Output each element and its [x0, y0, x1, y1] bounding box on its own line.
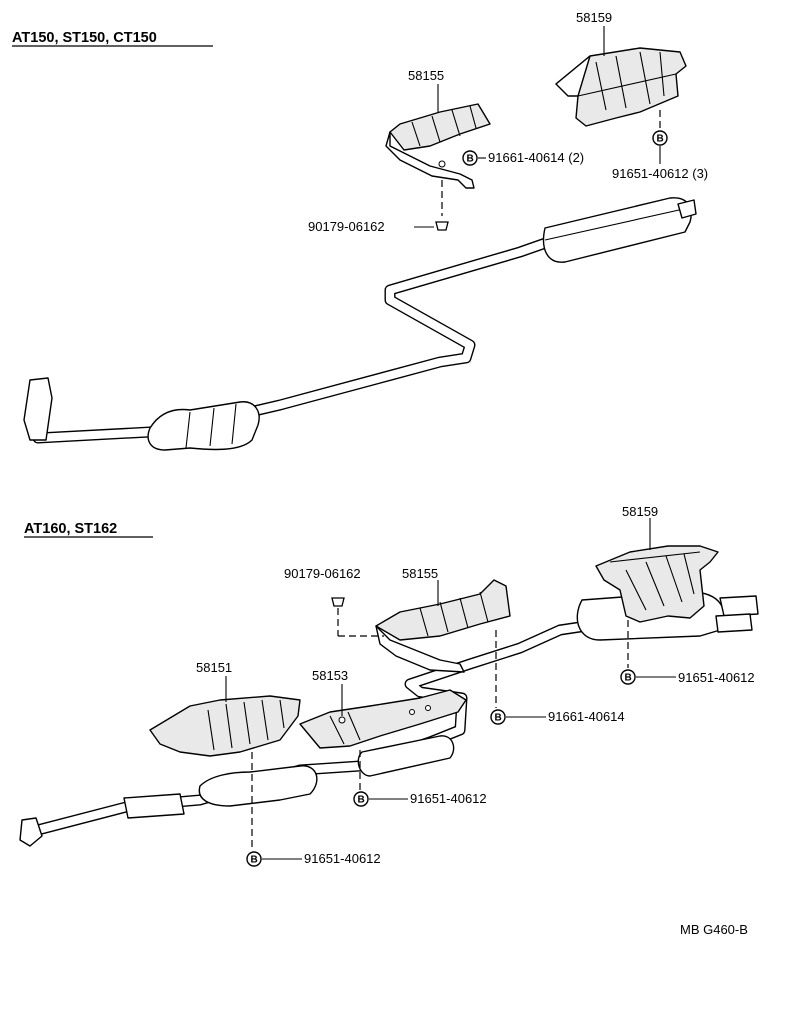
section-at160: AT160, ST162 58159 B: [19, 504, 759, 867]
label-91651-40612-b2: 91651-40612: [410, 791, 487, 806]
exhaust-pipe-assembly: [23, 197, 697, 451]
bolt-b-icon: B: [462, 150, 478, 166]
label-90179-06162-b: 90179-06162: [284, 566, 361, 581]
label-90179-06162: 90179-06162: [308, 219, 385, 234]
svg-text:B: B: [467, 154, 474, 165]
bolt-b-icon: B: [620, 669, 636, 685]
label-58151: 58151: [196, 660, 232, 675]
svg-text:B: B: [657, 134, 664, 145]
label-91661-40614-b: 91661-40614: [548, 709, 625, 724]
nut-icon: [435, 221, 449, 231]
bolt-b-icon: B: [652, 130, 668, 146]
label-91651-40612-b1: 91651-40612: [678, 670, 755, 685]
heat-insulator-58159: 58159 B 91651-40612 (3): [555, 10, 708, 181]
label-58159-b: 58159: [622, 504, 658, 519]
heat-insulator-58153: 58153 B 91651-40612: [299, 668, 487, 807]
label-58159: 58159: [576, 10, 612, 25]
nut-icon: [331, 597, 345, 607]
heat-insulator-58155: 58155 B 91661-40614 (2) 90179-06162: [308, 68, 584, 234]
svg-text:B: B: [495, 713, 502, 724]
label-58153: 58153: [312, 668, 348, 683]
label-58155-b: 58155: [402, 566, 438, 581]
exhaust-pipe-assembly: [19, 591, 759, 847]
svg-text:B: B: [358, 795, 365, 806]
heat-insulator-58159: 58159 B 91651-40612: [595, 504, 755, 685]
section-heading-at150: AT150, ST150, CT150: [12, 30, 157, 46]
section-at150: AT150, ST150, CT150 58159: [12, 10, 708, 451]
figure-reference: MB G460-B: [680, 922, 748, 937]
bolt-b-icon: B: [353, 791, 369, 807]
svg-text:B: B: [251, 855, 258, 866]
label-91651-40612-b3: 91651-40612: [304, 851, 381, 866]
label-58155: 58155: [408, 68, 444, 83]
section-heading-at160: AT160, ST162: [24, 521, 117, 537]
label-91661-40614-2: 91661-40614 (2): [488, 150, 584, 165]
bolt-b-icon: B: [246, 851, 262, 867]
heat-insulator-58151: 58151 B 91651-40612: [149, 660, 381, 867]
svg-text:B: B: [625, 673, 632, 684]
heat-insulator-58155: 58155 90179-06162 B 91661-40614: [284, 566, 625, 725]
bolt-b-icon: B: [490, 709, 506, 725]
label-91651-40612-3: 91651-40612 (3): [612, 166, 708, 181]
